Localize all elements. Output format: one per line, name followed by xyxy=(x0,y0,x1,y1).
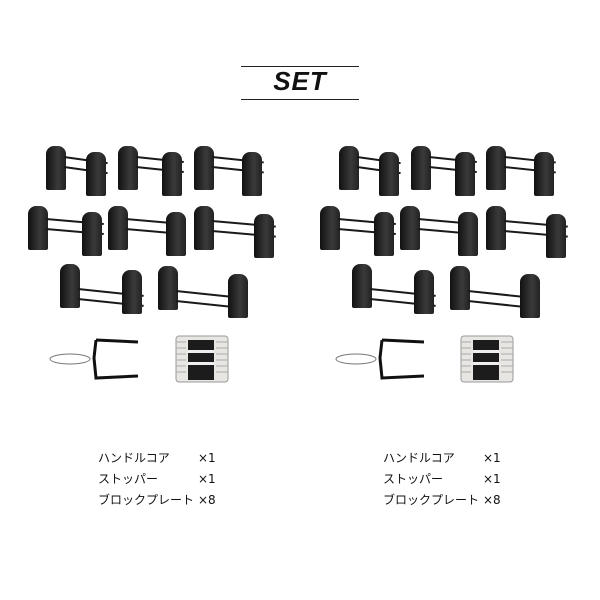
item-qty: ×8 xyxy=(198,493,216,507)
header-bottom-rule xyxy=(241,99,359,100)
item-name: ブロックプレート xyxy=(98,493,195,507)
list-item: ストッパー ×1 xyxy=(383,469,513,490)
item-name: ハンドルコア xyxy=(98,451,170,465)
item-name: ストッパー xyxy=(383,472,444,486)
item-name: ブロックプレート xyxy=(383,493,480,507)
header-top-rule xyxy=(241,66,359,67)
page-title: SET xyxy=(273,66,327,96)
list-item: ストッパー ×1 xyxy=(98,469,228,490)
list-item: ハンドルコア ×1 xyxy=(98,448,228,469)
item-qty: ×1 xyxy=(198,451,216,465)
item-name: ハンドルコア xyxy=(383,451,455,465)
list-item: ブロックプレート ×8 xyxy=(383,490,513,511)
item-qty: ×1 xyxy=(198,472,216,486)
handle-core-image xyxy=(175,335,229,383)
item-qty: ×8 xyxy=(483,493,501,507)
item-qty: ×1 xyxy=(483,451,501,465)
item-name: ストッパー xyxy=(98,472,159,486)
item-qty: ×1 xyxy=(483,472,501,486)
list-item: ハンドルコア ×1 xyxy=(383,448,513,469)
stopper-image xyxy=(49,338,139,380)
stopper-image xyxy=(335,338,425,380)
set-contents-list: ハンドルコア ×1 ストッパー ×1 ブロックプレート ×8 xyxy=(383,448,513,511)
set-contents-list: ハンドルコア ×1 ストッパー ×1 ブロックプレート ×8 xyxy=(98,448,228,511)
list-item: ブロックプレート ×8 xyxy=(98,490,228,511)
handle-core-image xyxy=(460,335,514,383)
